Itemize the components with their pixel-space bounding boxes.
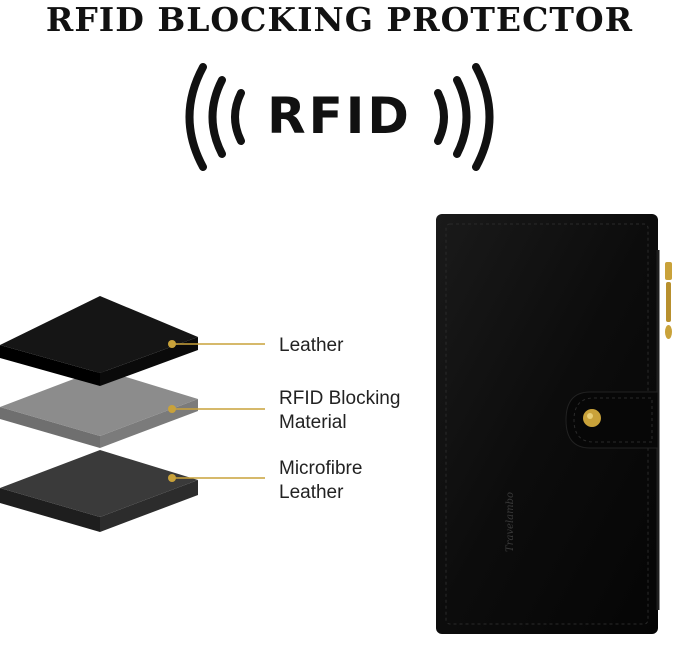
signal-wave-left-middle [208, 76, 226, 158]
label-microfibre-line1: Microfibre [279, 458, 363, 479]
rfid-badge: RFID [267, 87, 412, 145]
signal-wave-left-inner [231, 89, 245, 145]
label-rfid-line1: RFID Blocking [279, 388, 401, 409]
callout-microfibre [168, 474, 265, 482]
signal-wave-right-middle [453, 76, 471, 158]
label-microfibre: Microfibre Leather [279, 457, 362, 505]
signal-wave-left-outer [185, 63, 207, 171]
zipper-pull [665, 262, 672, 339]
label-leather-line1: Leather [279, 335, 344, 356]
page-title: RFID BLOCKING PROTECTOR [45, 0, 634, 39]
label-leather: Leather [279, 334, 343, 358]
wallet-body [436, 214, 658, 634]
callout-rfid [168, 405, 265, 413]
layer-microfibre [0, 450, 198, 532]
layer-leather [0, 296, 198, 386]
wallet-snap-tab [565, 391, 659, 449]
label-microfibre-line2: Leather [279, 482, 344, 503]
wallet-brand-mark: Travelambo [505, 491, 516, 552]
signal-wave-right-inner [434, 89, 448, 145]
label-rfid-line2: Material [279, 412, 347, 433]
callout-leather [168, 340, 265, 348]
signal-wave-right-outer [472, 63, 494, 171]
label-rfid-material: RFID Blocking Material [279, 387, 400, 435]
